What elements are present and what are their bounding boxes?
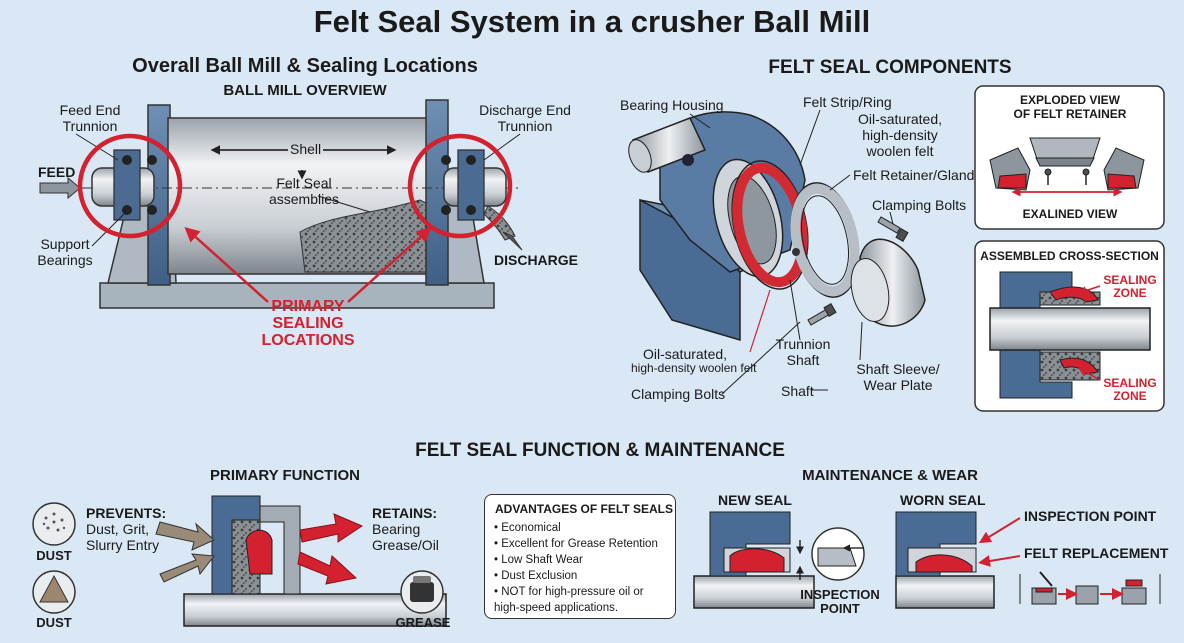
advantage-item: Economical xyxy=(494,520,675,536)
ball-mill-illustration xyxy=(39,99,523,309)
shaft-label: Shaft xyxy=(781,383,814,399)
retains-text: Bearing Grease/Oil xyxy=(372,521,439,553)
trunnion-shaft-label: Trunnion Shaft xyxy=(775,336,831,368)
exploded-view-illustration xyxy=(974,85,1165,230)
new-seal-label: NEW SEAL xyxy=(718,492,792,508)
advantages-panel: ADVANTAGES OF FELT SEALS Economical Exce… xyxy=(484,494,676,619)
sealing-zone-bottom-label: SEALING ZONE xyxy=(1103,376,1157,403)
felt-replacement-label: FELT REPLACEMENT xyxy=(1024,545,1169,561)
prevents-title: PREVENTS: xyxy=(86,505,167,521)
clamping-bolts-bottom-label: Clamping Bolts xyxy=(631,386,726,402)
dust-label-2: DUST xyxy=(36,615,72,630)
discharge-end-trunnion-label: Discharge End Trunnion xyxy=(479,102,571,134)
shaft-sleeve-label: Shaft Sleeve/ Wear Plate xyxy=(856,361,940,393)
bearing-housing-label: Bearing Housing xyxy=(620,97,724,113)
inspection-point-bottom-label: INSPECTION POINT xyxy=(800,587,880,616)
oil-saturated-left-line2: high-density woolen felt xyxy=(631,361,757,375)
sealing-zone-top-label: SEALING ZONE xyxy=(1103,273,1157,300)
overview-subheading: BALL MILL OVERVIEW xyxy=(223,82,387,99)
worn-seal-label: WORN SEAL xyxy=(900,492,986,508)
maintenance-illustration xyxy=(693,511,1161,609)
function-maintenance-heading: FELT SEAL FUNCTION & MAINTENANCE xyxy=(415,440,785,461)
primary-sealing-locations-label: PRIMARY SEALING LOCATIONS xyxy=(261,298,355,349)
inspection-point-top-label: INSPECTION POINT xyxy=(1024,508,1157,524)
primary-function-illustration xyxy=(32,495,447,627)
felt-seal-assemblies-label: Felt Seal assemblies xyxy=(268,175,340,207)
page-title: Felt Seal System in a crusher Ball Mill xyxy=(313,4,871,39)
maintenance-heading: MAINTENANCE & WEAR xyxy=(802,467,978,484)
grease-label: GREASE xyxy=(395,615,451,630)
retains-title: RETAINS: xyxy=(372,505,438,521)
feed-label: FEED xyxy=(38,164,76,180)
shell-label: Shell xyxy=(290,141,322,157)
components-heading: FELT SEAL COMPONENTS xyxy=(768,57,1012,78)
primary-function-heading: PRIMARY FUNCTION xyxy=(210,467,360,484)
oil-saturated-left-line1: Oil-saturated, xyxy=(643,346,728,362)
support-bearings-label: Support Bearings xyxy=(37,236,93,268)
advantage-item: NOT for high-pressure oil or high-speed … xyxy=(494,584,675,616)
exploded-view-caption: EXALINED VIEW xyxy=(1022,207,1118,221)
advantage-item: Excellent for Grease Retention xyxy=(494,536,675,552)
exploded-view-heading: EXPLODED VIEW OF FELT RETAINER xyxy=(1013,93,1127,121)
advantages-list: Economical Excellent for Grease Retentio… xyxy=(485,520,675,616)
discharge-label: DISCHARGE xyxy=(494,252,579,268)
advantage-item: Dust Exclusion xyxy=(494,568,675,584)
dust-label-1: DUST xyxy=(36,548,72,563)
felt-retainer-gland-label: Felt Retainer/Gland xyxy=(853,167,975,183)
overview-heading: Overall Ball Mill & Sealing Locations xyxy=(132,55,478,77)
feed-end-trunnion-label: Feed End Trunnion xyxy=(59,102,121,134)
advantages-heading: ADVANTAGES OF FELT SEALS xyxy=(495,502,674,516)
clamping-bolts-right-label: Clamping Bolts xyxy=(872,197,967,213)
prevents-text: Dust, Grit, Slurry Entry xyxy=(86,521,160,553)
advantage-item: Low Shaft Wear xyxy=(494,552,675,568)
cross-section-illustration xyxy=(974,240,1165,412)
oil-saturated-felt-label: Oil-saturated, high-density woolen felt xyxy=(857,111,943,159)
felt-seal-components-illustration xyxy=(628,109,926,395)
felt-strip-ring-label: Felt Strip/Ring xyxy=(803,94,892,110)
cross-section-heading: ASSEMBLED CROSS-SECTION xyxy=(980,249,1159,263)
